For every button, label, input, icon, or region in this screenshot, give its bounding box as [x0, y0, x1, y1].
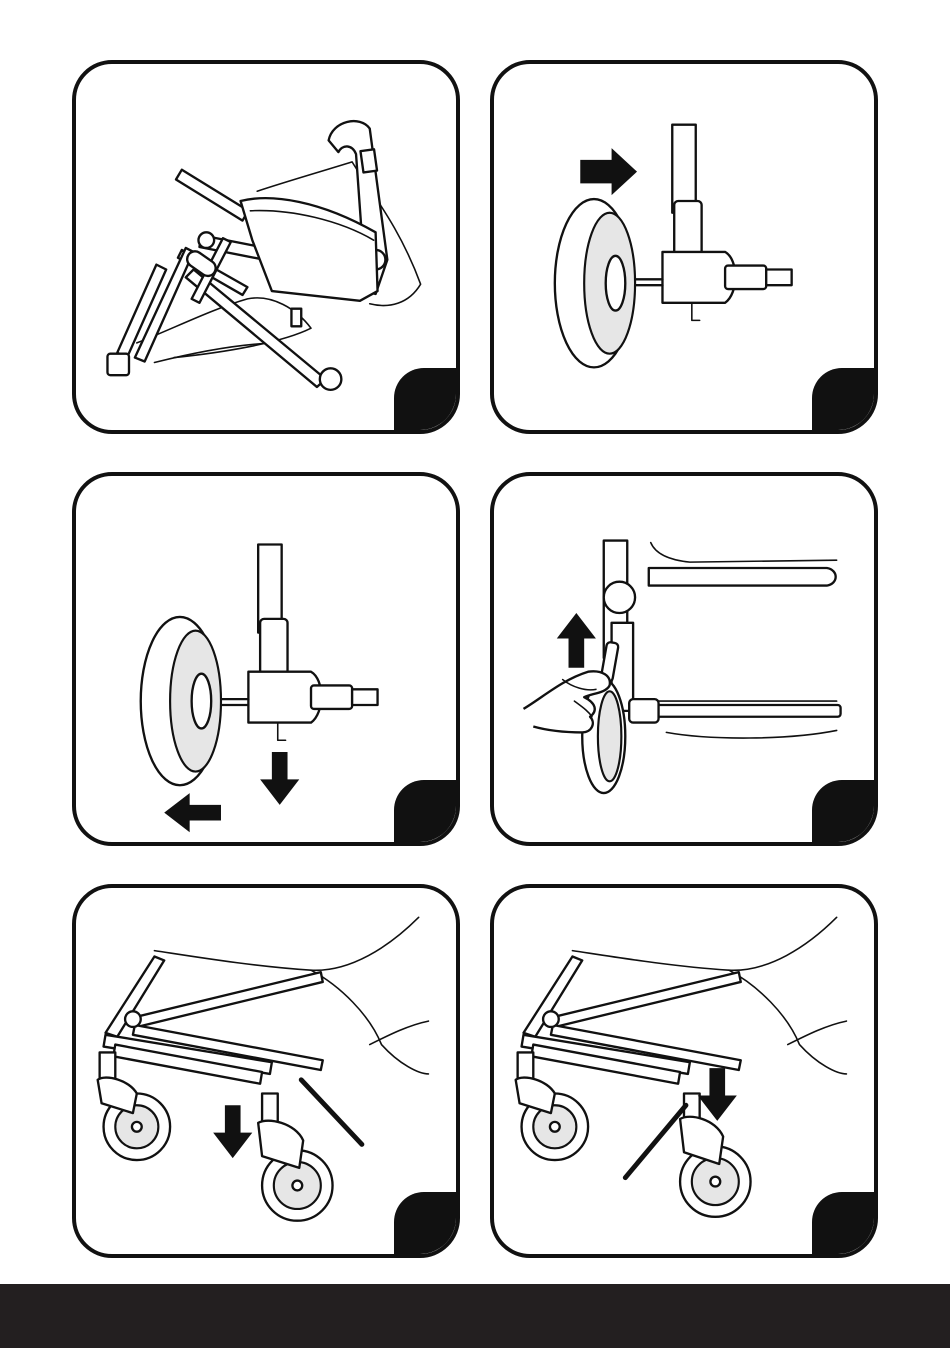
step-number — [398, 784, 460, 846]
instruction-panel-2 — [490, 60, 878, 434]
step-badge — [812, 780, 878, 846]
instruction-panel-5 — [72, 884, 460, 1258]
arrow-left-icon — [164, 793, 221, 832]
instruction-panel-6 — [490, 884, 878, 1258]
instruction-panel-4 — [490, 472, 878, 846]
arrow-down-icon — [698, 1068, 737, 1121]
arrow-down-icon — [260, 752, 299, 805]
arrow-up-icon — [557, 613, 596, 668]
arrow-right-icon — [580, 148, 637, 195]
arrow-down-icon — [213, 1105, 252, 1158]
step-badge — [812, 368, 878, 434]
step-badge — [394, 780, 460, 846]
step-number — [398, 1196, 460, 1258]
step-number — [398, 372, 460, 434]
footer-bar — [0, 1284, 950, 1348]
step-number — [816, 372, 878, 434]
step-number — [816, 1196, 878, 1258]
step-badge — [394, 1192, 460, 1258]
step-badge — [812, 1192, 878, 1258]
step-number — [816, 784, 878, 846]
instruction-panel-1 — [72, 60, 460, 434]
instruction-panel-3 — [72, 472, 460, 846]
step-badge — [394, 368, 460, 434]
